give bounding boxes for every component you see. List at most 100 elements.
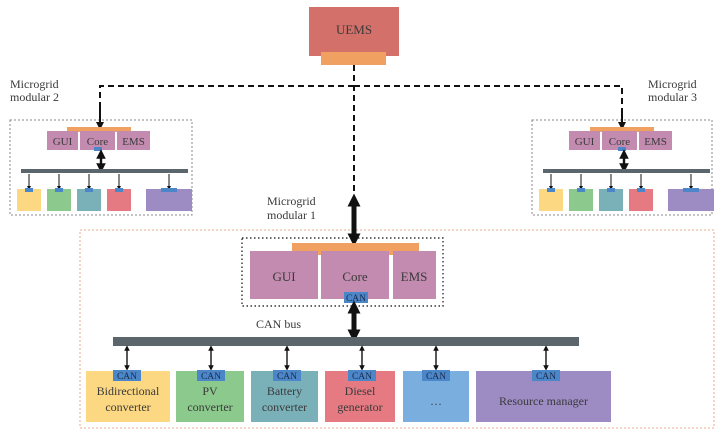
device-5: CAN Resource manager	[476, 345, 611, 422]
modular2-title-line1: Microgrid	[10, 77, 59, 91]
modular3-core: Core	[609, 136, 631, 148]
mini-device-2	[599, 174, 623, 211]
link-uems-modular3	[354, 85, 623, 108]
device-can-label: CAN	[352, 372, 372, 382]
device-can-label: CAN	[117, 372, 137, 382]
device-4: CAN …	[403, 345, 469, 422]
mini-device-can-tag	[577, 188, 585, 192]
mini-device-0	[539, 174, 563, 211]
modular3-title-line1: Microgrid	[648, 77, 697, 91]
uems-box	[309, 7, 399, 56]
mini-device-1	[47, 174, 71, 211]
mini-device-box	[107, 189, 131, 211]
can-bus	[113, 337, 579, 346]
device-can-tag	[532, 370, 560, 381]
mini-device-box	[569, 189, 593, 211]
modular1-core: Core	[342, 269, 368, 284]
modular3-devices	[539, 174, 714, 211]
device-can-label: CAN	[201, 372, 221, 382]
mini-device-can-tag	[25, 188, 33, 192]
modular2-boundary	[9, 119, 193, 216]
device-can-label: CAN	[277, 372, 297, 382]
modular1-ems: EMS	[401, 269, 428, 284]
modular2-ems-box	[117, 131, 150, 150]
device-label: …	[430, 394, 442, 408]
device-can-tag	[197, 370, 225, 381]
modular2-gui-box	[47, 131, 78, 150]
mini-device-can-tag	[547, 188, 555, 192]
modular1-outer-boundary	[79, 229, 715, 429]
mini-device-can-tag	[607, 188, 615, 192]
mini-device-box	[17, 189, 41, 211]
modular3-ems: EMS	[644, 136, 667, 148]
modular1-core-box	[321, 251, 389, 299]
modular1-core-can-label: CAN	[346, 294, 366, 304]
modular2-core-can-tag	[94, 147, 102, 151]
modular1-gui: GUI	[272, 269, 295, 284]
modular3: Microgrid modular 3 GUI Core EMS	[531, 77, 714, 216]
modular2-devices	[17, 174, 192, 211]
link-uems-modular2	[99, 85, 354, 108]
modular3-title-line2: modular 3	[648, 90, 697, 104]
modular2-bus	[21, 169, 188, 173]
mini-device-4	[668, 174, 714, 211]
modular3-bus	[543, 169, 710, 173]
modular1: Microgrid modular 1 GUI Core EMS CAN CAN…	[79, 193, 715, 429]
modular1-controller-boundary	[241, 237, 444, 307]
device-can-tag	[348, 370, 376, 381]
modular2-ems: EMS	[122, 136, 145, 148]
mini-device-4	[146, 174, 192, 211]
modular3-core-can-tag	[618, 147, 626, 151]
device-can-tag	[422, 370, 450, 381]
mini-device-can-tag	[637, 188, 645, 192]
modular1-title-line1: Microgrid	[267, 194, 316, 208]
device-label-line1: Bidirectional	[97, 384, 160, 398]
device-label: Resource manager	[499, 394, 588, 408]
device-can-label: CAN	[536, 372, 556, 382]
mini-device-3	[107, 174, 131, 211]
mini-device-box	[539, 189, 563, 211]
device-can-tag	[273, 370, 301, 381]
modular3-ems-box	[639, 131, 672, 150]
mini-device-can-tag	[161, 188, 177, 192]
can-bus-label: CAN bus	[256, 317, 301, 331]
modular1-ems-box	[393, 251, 436, 299]
modular1-gui-box	[250, 251, 318, 299]
device-label-line2: converter	[262, 400, 307, 414]
device-can-label: CAN	[426, 372, 446, 382]
modular2-core: Core	[87, 136, 109, 148]
modular3-core-box	[602, 131, 637, 150]
mini-device-box	[599, 189, 623, 211]
mini-device-box	[629, 189, 653, 211]
modular1-core-can-tag	[344, 292, 368, 303]
modular2: Microgrid modular 2 GUI Core EMS	[9, 77, 193, 216]
device-0: CAN Bidirectional converter	[86, 345, 170, 422]
modular1-devices: CANBidirectionalconverterCANPVconverterC…	[86, 345, 611, 422]
mini-device-box	[47, 189, 71, 211]
mini-device-can-tag	[683, 188, 699, 192]
mini-device-0	[17, 174, 41, 211]
mini-device-can-tag	[85, 188, 93, 192]
device-label-line1: Battery	[267, 384, 302, 398]
uems-label: UEMS	[336, 22, 372, 37]
device-label-line2: generator	[337, 400, 382, 414]
device-label-line1: PV	[202, 384, 218, 398]
device-2: CAN Battery converter	[251, 345, 318, 422]
uems-links	[99, 65, 623, 194]
mini-device-box	[668, 189, 714, 211]
device-label-line2: converter	[105, 400, 150, 414]
modular2-gui: GUI	[53, 136, 73, 148]
mini-device-1	[569, 174, 593, 211]
device-can-tag	[113, 370, 141, 381]
mini-device-can-tag	[115, 188, 123, 192]
modular2-core-box	[80, 131, 115, 150]
modular3-gui: GUI	[575, 136, 595, 148]
mini-device-box	[77, 189, 101, 211]
modular3-gui-box	[569, 131, 600, 150]
device-label-line1: Diesel	[345, 384, 376, 398]
uems-node: UEMS	[309, 7, 399, 65]
mini-device-2	[77, 174, 101, 211]
modular3-connector	[590, 127, 654, 132]
